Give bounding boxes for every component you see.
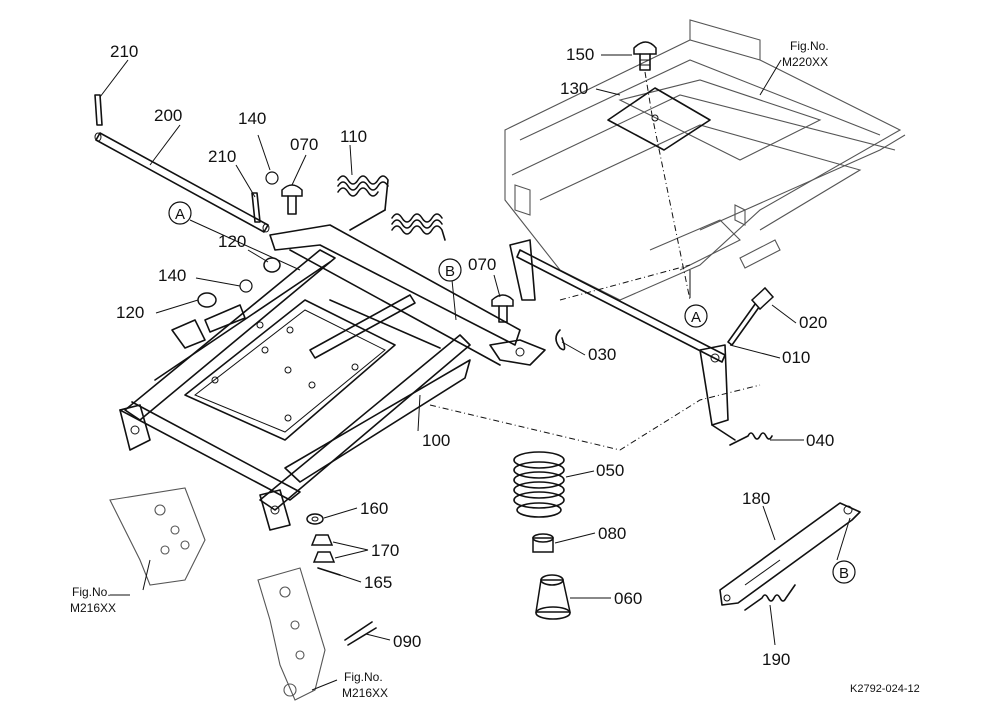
damper-060 <box>535 574 571 620</box>
ball-140-mid <box>239 279 253 293</box>
callout-060: 060 <box>614 589 642 608</box>
marker-a-left: A <box>168 201 192 225</box>
callout-200: 200 <box>154 106 182 125</box>
callout-165: 165 <box>364 573 392 592</box>
seat-plate-130 <box>607 87 711 151</box>
callout-030: 030 <box>588 345 616 364</box>
fig-ref-left: Fig.No. M216XX <box>70 585 116 615</box>
callout-190: 190 <box>762 650 790 669</box>
spacer-080 <box>532 533 554 553</box>
callout-010: 010 <box>782 348 810 367</box>
pin-210-top <box>94 94 103 126</box>
svg-text:Fig.No.: Fig.No. <box>790 39 829 53</box>
svg-text:M216XX: M216XX <box>342 686 388 700</box>
clip-030 <box>555 329 566 351</box>
callout-040: 040 <box>806 431 834 450</box>
marker-b-right: B <box>832 560 856 584</box>
callout-110: 110 <box>340 127 367 146</box>
arm-rod <box>727 299 763 346</box>
svg-text:B: B <box>839 565 849 582</box>
seat-pan-ghost <box>504 19 906 301</box>
spring-040 <box>729 432 773 446</box>
seat-frame-100 <box>119 224 546 531</box>
shaft-010 <box>509 239 736 441</box>
svg-text:Fig.No.: Fig.No. <box>72 585 111 599</box>
svg-text:M220XX: M220XX <box>782 55 828 69</box>
callout-050: 050 <box>596 461 624 480</box>
callout-210-top: 210 <box>110 42 138 61</box>
callout-100: 100 <box>422 431 450 450</box>
svg-text:M216XX: M216XX <box>70 601 116 615</box>
rod-200 <box>94 132 270 233</box>
callout-140-top: 140 <box>238 109 266 128</box>
lever-180 <box>719 502 861 606</box>
pin-165 <box>317 567 341 576</box>
leader-lines <box>99 54 851 691</box>
callout-120-mid: 120 <box>218 232 246 251</box>
callout-090: 090 <box>393 632 421 651</box>
callout-140-mid: 140 <box>158 266 186 285</box>
svg-text:A: A <box>691 309 701 326</box>
callout-120-left: 120 <box>116 303 144 322</box>
callout-070-left: 070 <box>290 135 318 154</box>
washer-160 <box>306 513 324 525</box>
callout-210-lower: 210 <box>208 147 236 166</box>
drawing-code: K2792-024-12 <box>850 683 920 695</box>
nuts-170 <box>310 534 336 563</box>
knob-120-b <box>197 292 217 308</box>
svg-text:A: A <box>175 206 185 223</box>
coil-spring-050 <box>513 451 565 518</box>
ball-140-top <box>265 171 279 185</box>
marker-b-top: B <box>438 258 462 282</box>
callout-150: 150 <box>566 45 594 64</box>
bolt-070-left <box>281 184 303 215</box>
callout-170: 170 <box>371 541 399 560</box>
fig-ref-bottom: Fig.No. M216XX <box>342 670 388 700</box>
svg-text:Fig.No.: Fig.No. <box>344 670 383 684</box>
marker-a-right: A <box>684 304 708 328</box>
spring-clip-090 <box>344 621 377 646</box>
bolt-070-right <box>491 294 514 323</box>
callout-080: 080 <box>598 524 626 543</box>
springs-110 <box>337 175 446 241</box>
pin-210-lower <box>251 192 261 223</box>
spring-190 <box>744 584 796 611</box>
callout-070-right: 070 <box>468 255 496 274</box>
callout-130: 130 <box>560 79 588 98</box>
callout-020: 020 <box>799 313 827 332</box>
callout-180: 180 <box>742 489 770 508</box>
cap-020 <box>750 286 775 311</box>
callout-labels: 210 200 140 070 110 210 120 140 120 070 … <box>110 42 834 669</box>
callout-160: 160 <box>360 499 388 518</box>
bolt-150 <box>633 41 657 71</box>
bracket-bottom-ghost <box>257 567 326 701</box>
fig-ref-top-right: Fig.No. M220XX <box>782 39 829 69</box>
bracket-left-ghost <box>109 487 206 586</box>
svg-text:B: B <box>445 263 455 280</box>
